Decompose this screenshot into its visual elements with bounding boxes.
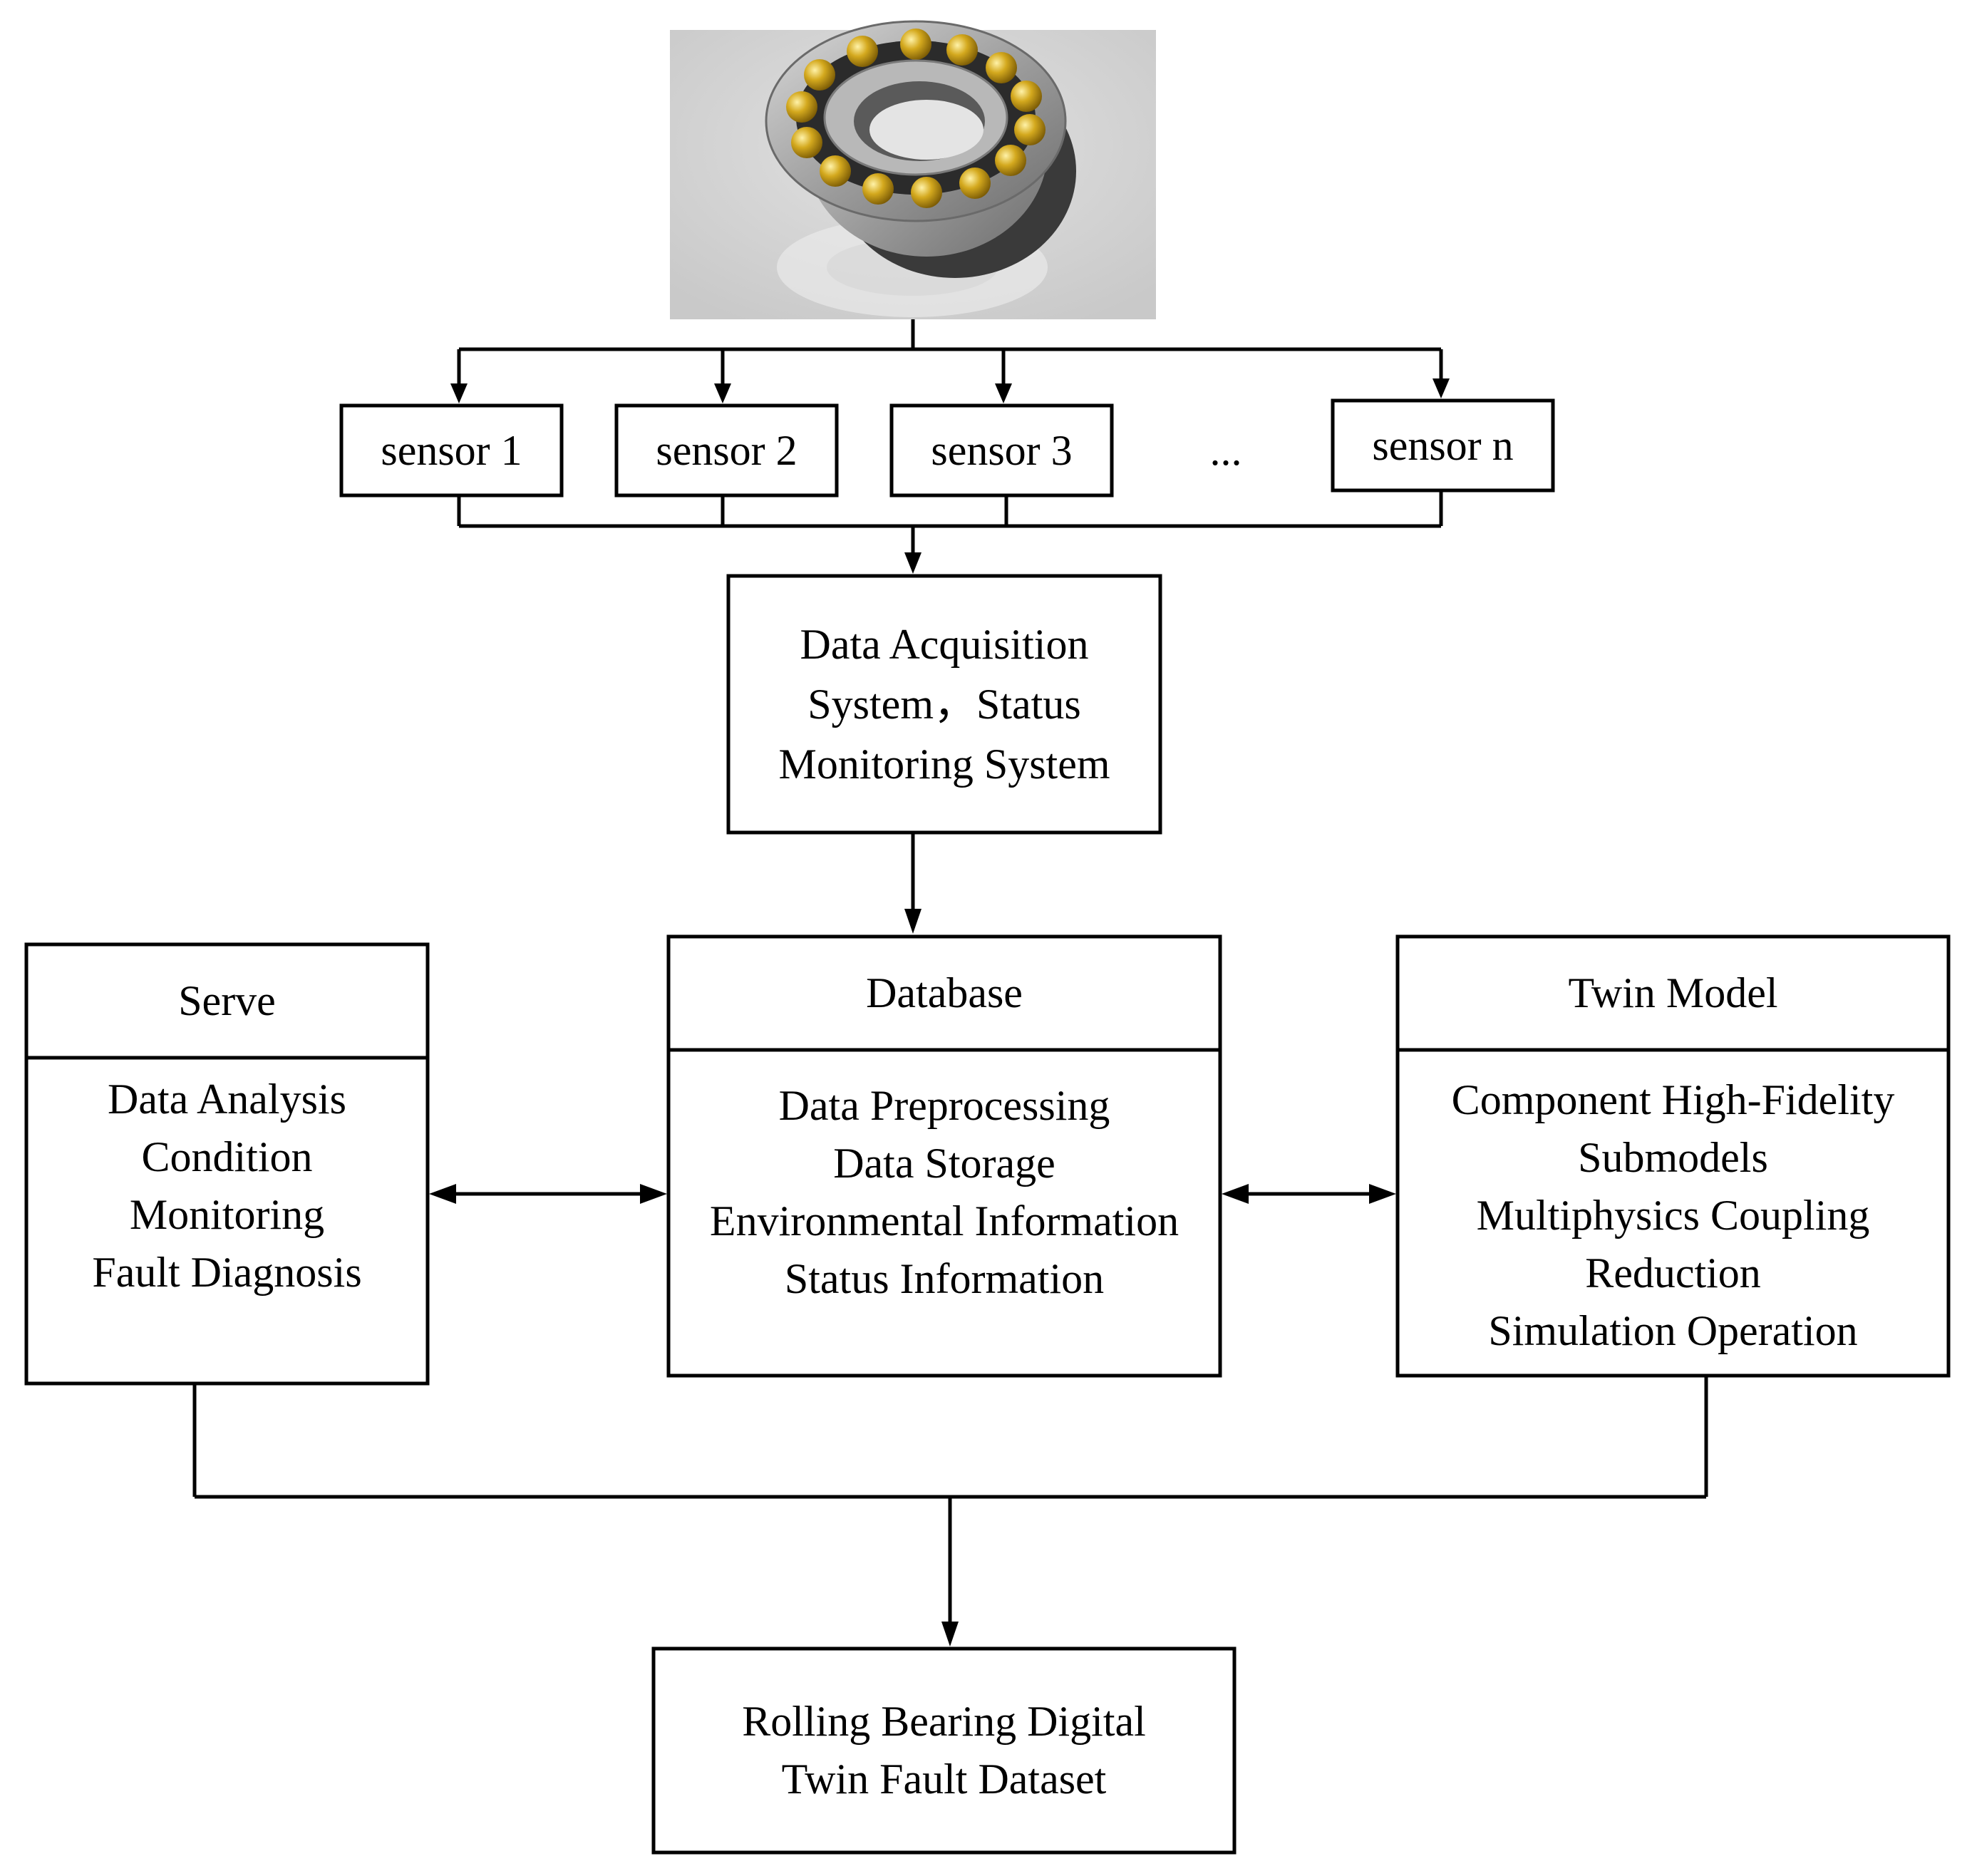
database-header: Database — [866, 969, 1023, 1016]
sensor-3-label: sensor 3 — [931, 426, 1073, 474]
twin-model-panel-frame — [1395, 934, 1951, 1378]
serve-item: Monitoring — [129, 1191, 325, 1238]
serve-items: Data Analysis Condition Monitoring Fault… — [26, 1058, 428, 1314]
sensor-2-label: sensor 2 — [656, 426, 797, 474]
acquisition-to-database-arrow — [904, 833, 922, 934]
sensor-ellipsis: ... — [1209, 426, 1242, 474]
database-item: Status Information — [784, 1255, 1105, 1302]
twin-model-item: Component High-Fidelity — [1451, 1076, 1895, 1123]
acquisition-line: System，Status — [807, 681, 1081, 728]
twin-model-items: Component High-Fidelity Submodels Multip… — [1398, 1066, 1948, 1365]
sensor-n-label: sensor n — [1372, 421, 1514, 469]
database-item: Environmental Information — [709, 1197, 1179, 1244]
sensor-3-box — [889, 403, 1114, 498]
database-item: Data Preprocessing — [778, 1082, 1110, 1129]
dataset-label: Rolling Bearing Digital Twin Fault Datas… — [654, 1649, 1234, 1852]
ball-ring — [786, 29, 1046, 208]
sensor-2-box — [614, 403, 839, 498]
bearing-image — [670, 20, 1156, 319]
twin-model-header: Twin Model — [1568, 969, 1778, 1016]
database-items: Data Preprocessing Data Storage Environm… — [668, 1050, 1220, 1335]
dataset-line: Rolling Bearing Digital — [742, 1698, 1146, 1745]
serve-item: Data Analysis — [108, 1076, 346, 1123]
merge-connector — [192, 1376, 1708, 1646]
serve-header: Serve — [178, 977, 276, 1024]
twin-model-item: Multiphysics Coupling — [1476, 1191, 1870, 1239]
twin-model-item: Simulation Operation — [1488, 1306, 1858, 1354]
acquisition-line: Data Acquisition — [800, 621, 1089, 668]
database-item: Data Storage — [833, 1140, 1055, 1187]
serve-database-link — [429, 1184, 667, 1204]
collection-connector — [457, 490, 1443, 574]
database-panel-frame — [666, 934, 1222, 1378]
serve-item: Fault Diagnosis — [92, 1249, 362, 1296]
twin-model-item: Submodels — [1578, 1133, 1768, 1181]
twin-model-item: Reduction — [1585, 1249, 1761, 1297]
serve-item: Condition — [141, 1133, 313, 1180]
acquisition-line: Monitoring System — [778, 741, 1110, 788]
acquisition-box — [726, 574, 1162, 835]
database-twin-link — [1222, 1184, 1396, 1204]
acquisition-label: Data Acquisition System，Status Monitorin… — [728, 576, 1160, 833]
dataset-box — [651, 1646, 1237, 1855]
sensor-1-label: sensor 1 — [381, 426, 522, 474]
distribution-connector — [450, 319, 1450, 403]
serve-panel-frame — [24, 942, 430, 1386]
sensor-1-box — [339, 403, 564, 498]
dataset-line: Twin Fault Dataset — [781, 1756, 1107, 1803]
